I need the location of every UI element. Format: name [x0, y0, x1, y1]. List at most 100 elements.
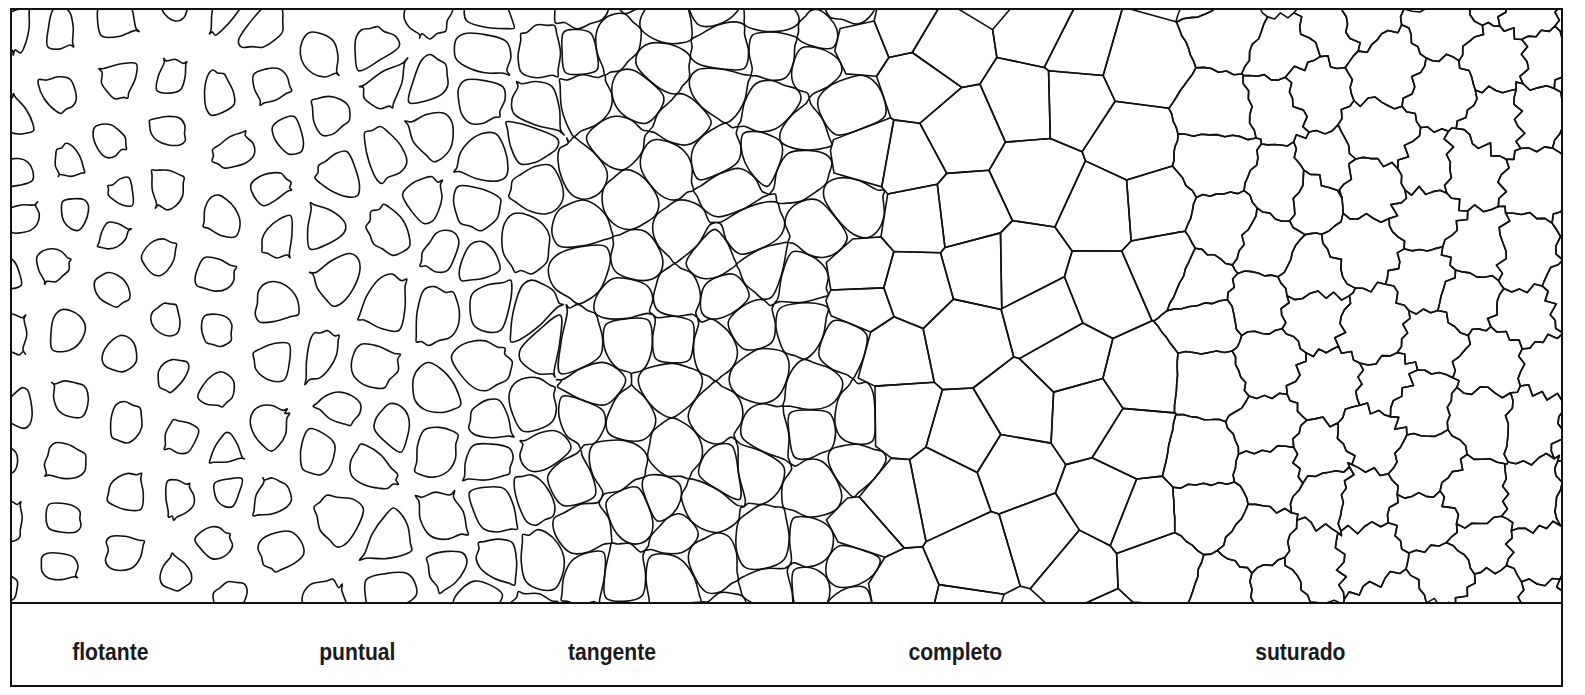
- grain-outline: [41, 553, 78, 580]
- grain-outline: [160, 553, 192, 591]
- divider-line: [11, 602, 1562, 604]
- grain-outline: [1447, 387, 1513, 464]
- grain-outline: [858, 317, 934, 386]
- grain-outline: [826, 288, 894, 332]
- grain-outline: [464, 10, 514, 29]
- grain-outline: [792, 47, 842, 98]
- grain-outline: [1342, 569, 1426, 603]
- grain-outline: [835, 21, 889, 76]
- grain-outline: [258, 531, 304, 572]
- grain-outline: [1172, 134, 1261, 198]
- grain-outline: [1388, 430, 1467, 499]
- grain-outline: [1286, 346, 1363, 427]
- grain-outline: [826, 545, 880, 587]
- grain-outline: [1019, 323, 1113, 392]
- grain-outline: [774, 251, 828, 304]
- grain-outline: [646, 554, 701, 603]
- grain-outline: [877, 52, 962, 123]
- grain-outline: [1464, 10, 1529, 26]
- grain-outline: [55, 143, 85, 176]
- grain-outline: [408, 54, 448, 103]
- grain-outline: [681, 479, 744, 533]
- grain-outline: [694, 168, 769, 217]
- grain-outline: [926, 585, 1004, 603]
- grain-outline: [769, 150, 832, 203]
- grain-outline: [869, 547, 939, 603]
- grain-outline: [519, 315, 562, 377]
- grain-outline: [210, 10, 245, 35]
- grain-outline: [238, 10, 283, 48]
- grain-outline: [156, 58, 187, 93]
- grain-outline: [366, 204, 410, 255]
- grain-outline: [204, 70, 234, 115]
- grain-outline: [99, 63, 138, 99]
- grain-outline: [454, 132, 508, 181]
- grain-outline: [648, 418, 703, 479]
- grain-outline: [881, 184, 945, 253]
- grain-outline: [454, 33, 511, 75]
- grain-outline: [195, 257, 237, 291]
- grain-outline: [1438, 270, 1504, 336]
- grain-outline: [596, 13, 642, 75]
- grain-outline: [1173, 482, 1248, 555]
- grain-outline: [1506, 521, 1561, 586]
- grain-outline: [1110, 476, 1175, 553]
- grain-outline: [405, 113, 453, 162]
- grain-outline: [158, 359, 189, 392]
- grain-outline: [561, 551, 606, 603]
- grain-outline: [364, 127, 407, 184]
- grain-outline: [859, 458, 926, 548]
- grain-outline: [973, 357, 1054, 443]
- grain-outline: [149, 116, 185, 145]
- grain-outline: [1406, 543, 1475, 603]
- grain-outline: [559, 396, 606, 449]
- grain-outline: [1250, 557, 1310, 603]
- grain-outline: [783, 359, 843, 409]
- grain-outline: [1103, 10, 1196, 108]
- grain-outline: [1154, 300, 1242, 354]
- grain-outline: [738, 565, 793, 603]
- grain-outline: [1555, 10, 1561, 57]
- grain-outline: [1504, 578, 1561, 603]
- grain-outline: [453, 185, 500, 230]
- grain-outline: [164, 419, 199, 453]
- grain-outline: [302, 579, 348, 603]
- grain-outline: [1390, 370, 1459, 436]
- grain-outline: [151, 303, 180, 336]
- grain-outline: [701, 592, 747, 603]
- grain-outline: [414, 427, 458, 477]
- grain-outline: [458, 79, 505, 124]
- grain-outline: [359, 58, 407, 109]
- grain-outline: [315, 151, 360, 197]
- grain-outline: [12, 158, 34, 186]
- grain-outline: [1044, 10, 1123, 75]
- grain-outline: [203, 195, 240, 237]
- grain-outline: [744, 10, 800, 32]
- grain-outline: [506, 121, 559, 164]
- grain-outline: [653, 315, 695, 363]
- grain-outline: [785, 199, 847, 257]
- grain-outline: [1557, 567, 1561, 603]
- grain-outline: [512, 82, 565, 136]
- grain-outline: [1402, 54, 1477, 132]
- grain-outline: [999, 493, 1079, 589]
- grain-outline: [300, 32, 339, 77]
- grain-outline: [166, 480, 195, 521]
- grain-outline: [253, 68, 292, 105]
- grain-outline: [426, 551, 467, 593]
- grain-outline: [604, 543, 646, 602]
- grain-outline: [212, 131, 255, 168]
- grain-outline: [989, 138, 1085, 227]
- grain-outline: [311, 96, 350, 136]
- grain-outline: [355, 27, 400, 71]
- grain-outline: [463, 444, 514, 481]
- grain-outline: [686, 229, 736, 278]
- grain-outline: [640, 139, 693, 200]
- grain-outline: [923, 512, 1021, 595]
- grain-outline: [1322, 213, 1405, 292]
- grain-outline: [453, 581, 502, 603]
- grain-outline: [358, 274, 407, 332]
- grain-outline: [420, 230, 459, 272]
- grain-outline: [111, 401, 143, 443]
